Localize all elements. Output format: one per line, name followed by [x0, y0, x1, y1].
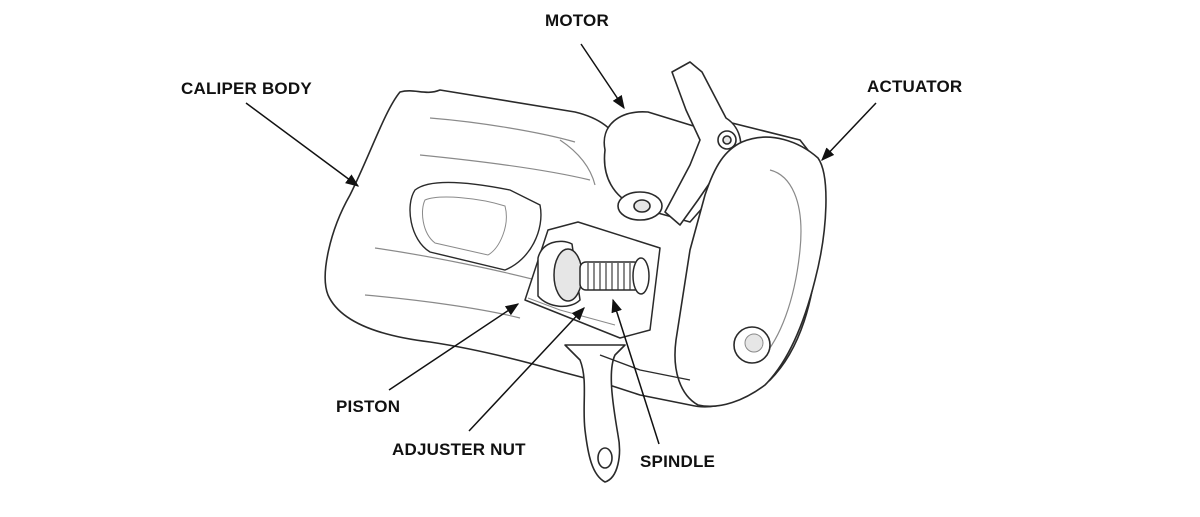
piston-leader — [388, 303, 520, 391]
cutaway-section — [524, 221, 661, 339]
spindle-shape — [579, 261, 641, 291]
caliper-body-leader — [245, 102, 360, 187]
adjuster-nut-leader — [468, 307, 585, 432]
mounting-arm — [564, 344, 691, 483]
spindle-label: SPINDLE — [640, 452, 716, 471]
leader-lines — [245, 43, 877, 445]
adjuster-nut-label: ADJUSTER NUT — [392, 440, 526, 459]
adjuster-nut-shape — [553, 248, 583, 302]
motor-label: MOTOR — [545, 11, 609, 30]
actuator-label: ACTUATOR — [867, 77, 963, 96]
caliper-body-label: CALIPER BODY — [181, 79, 312, 98]
caliper-window — [409, 181, 542, 271]
spindle-threads — [587, 263, 631, 290]
motor-leader — [580, 43, 625, 110]
piston-label: PISTON — [336, 397, 401, 416]
actuator-shape — [674, 136, 827, 408]
actuator-leader — [821, 102, 877, 161]
spindle-leader — [611, 298, 660, 445]
